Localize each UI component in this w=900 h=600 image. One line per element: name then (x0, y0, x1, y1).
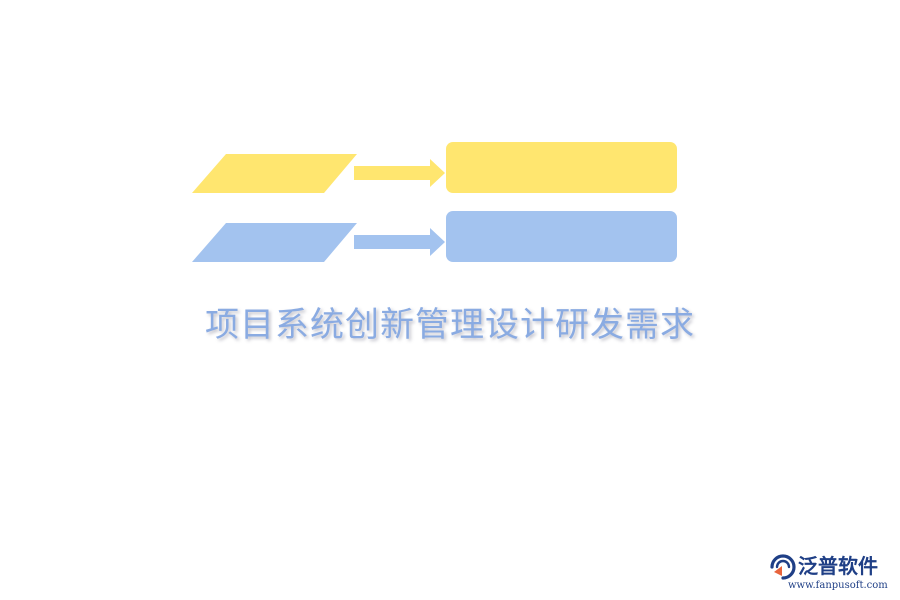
input-parallelogram-1 (192, 154, 357, 193)
output-box-1 (446, 142, 677, 193)
logo-name: 泛普软件 (798, 554, 878, 578)
logo-url: www.fanpusoft.com (788, 580, 888, 591)
flow-diagram (192, 142, 677, 262)
fanpu-logo-icon (770, 554, 796, 580)
output-box-2 (446, 211, 677, 262)
arrow-right-icon-1 (354, 159, 445, 187)
arrow-right-icon-2 (354, 228, 445, 256)
diagram-title: 项目系统创新管理设计研发需求 (205, 305, 695, 345)
fanpu-logo: 泛普软件 www.fanpusoft.com (768, 550, 896, 596)
input-parallelogram-2 (192, 223, 357, 262)
